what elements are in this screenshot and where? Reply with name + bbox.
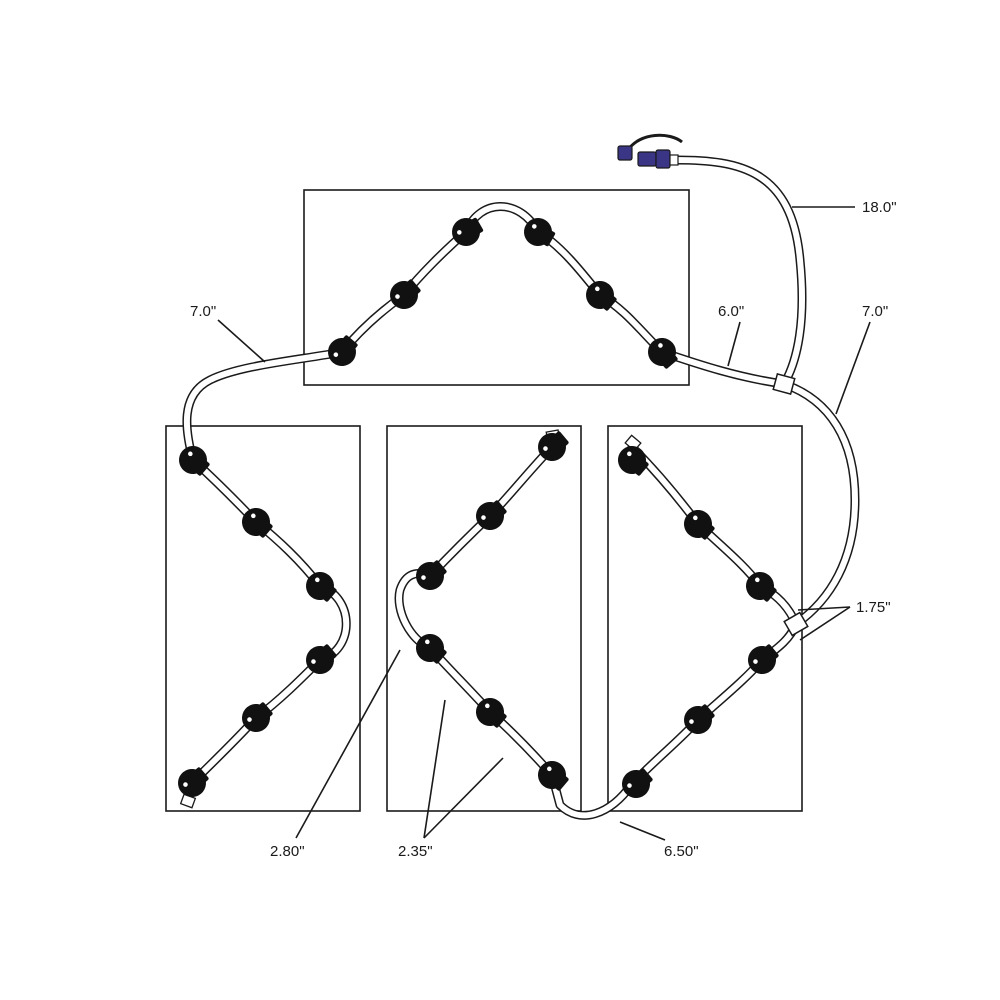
supply-tube — [671, 155, 807, 389]
tube-core — [781, 381, 858, 627]
suction-cup-mount-icon — [390, 279, 421, 309]
suction-cup-mount-icon — [748, 644, 779, 674]
suction-cup-mount-icon — [416, 560, 447, 590]
suction-cup-mount-icon — [684, 704, 715, 734]
suction-cup-mount-icon — [622, 768, 653, 798]
dimension-leaders — [217, 206, 871, 841]
tee-connector-icon — [783, 611, 809, 637]
suction-cup-mount-icon — [416, 634, 447, 664]
right-panel — [607, 425, 803, 812]
suction-cup-mount-icon — [586, 281, 617, 311]
leader-bottom-connector — [619, 821, 666, 841]
suction-cup-mount-icon — [648, 338, 678, 369]
node-group — [178, 217, 779, 798]
tube-core — [183, 349, 345, 463]
suction-cup-mount-icon — [179, 446, 210, 476]
suction-cup-mount-icon — [618, 446, 649, 476]
suction-cup-mount-icon — [306, 572, 337, 602]
label-bottom-connector: 6.50" — [664, 843, 699, 860]
leader-top-to-tee — [727, 321, 741, 367]
middle-panel — [386, 425, 582, 812]
leader-right-branch-a — [797, 606, 851, 611]
top-panel — [303, 189, 690, 386]
left-panel — [165, 425, 361, 812]
leader-middle-a — [423, 699, 446, 839]
suction-cup-mount-icon — [242, 702, 273, 732]
label-middle-spacing: 2.35" — [398, 843, 433, 860]
label-left-connector: 7.0" — [190, 303, 216, 320]
suction-cup-mount-icon — [684, 510, 715, 540]
leader-middle-b — [423, 757, 504, 839]
suction-cup-mount-icon — [746, 572, 777, 602]
label-tee-to-right: 7.0" — [862, 303, 888, 320]
suction-cup-mount-icon — [328, 335, 358, 366]
tee-connector-icon — [772, 373, 796, 395]
suction-cup-mount-icon — [242, 508, 273, 538]
suction-cup-mount-icon — [524, 218, 556, 247]
label-supply-length: 18.0" — [862, 199, 897, 216]
suction-cup-mount-icon — [452, 217, 484, 246]
leader-left-connector — [217, 319, 266, 363]
tube-core — [549, 772, 635, 819]
dimension-labels: 18.0" 7.0" 6.0" 7.0" 1.75" 2.80" 2.35" 6… — [190, 199, 897, 860]
tube-core — [673, 157, 805, 387]
suction-cup-mount-icon — [538, 761, 569, 791]
suction-cup-mount-icon — [306, 644, 337, 674]
suction-cup-mount-icon — [178, 767, 209, 797]
suction-cup-mount-icon — [538, 431, 569, 461]
suction-cup-mount-icon — [476, 698, 507, 728]
leader-left-loop — [295, 649, 401, 839]
inlet-fitting-icon — [617, 133, 683, 169]
label-left-panel-loop: 2.80" — [270, 843, 305, 860]
suction-cup-mount-icon — [476, 500, 507, 530]
label-right-branch: 1.75" — [856, 599, 891, 616]
leader-right-branch-b — [799, 606, 851, 641]
leader-tee-to-right — [835, 321, 871, 415]
label-top-to-tee: 6.0" — [718, 303, 744, 320]
